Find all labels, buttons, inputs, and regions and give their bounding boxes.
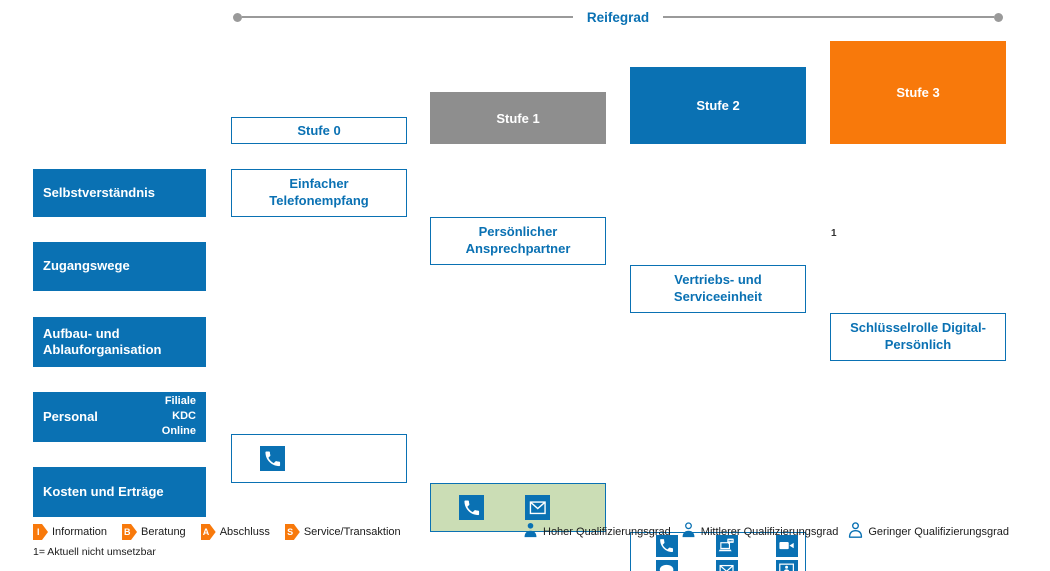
stage-header-label: Stufe 0 xyxy=(297,123,341,138)
selbstverstaendnis-cell-stufe1: Persönlicher Ansprechpartner xyxy=(430,217,606,265)
selbstverstaendnis-text: Schlüsselrolle Digital-Persönlich xyxy=(850,320,986,352)
stage-header-label: Stufe 1 xyxy=(496,110,540,126)
stage-header-label: Stufe 3 xyxy=(896,85,940,100)
legend-chevron-letter: I xyxy=(36,527,40,537)
axis-line xyxy=(663,16,994,18)
legend-chevron-A-icon: A xyxy=(200,524,216,540)
legend-label: Service/Transaktion xyxy=(303,526,401,538)
legend-label: Abschluss xyxy=(219,526,270,538)
chat-bubble-icon xyxy=(656,560,678,571)
channel-label-kdc: KDC xyxy=(172,410,196,423)
phone-icon xyxy=(656,535,678,557)
row-header-selbstverstaendnis: Selbstverständnis xyxy=(33,169,206,217)
mail-icon xyxy=(716,560,738,571)
legend-label: Mittlerer Qualifizierungsgrad xyxy=(700,526,839,538)
legend-chevron-letter: S xyxy=(287,527,294,537)
video-camera-icon xyxy=(776,535,798,557)
footnote-marker: 1 xyxy=(831,228,837,239)
person-hoher-icon xyxy=(522,521,539,543)
chevron-shape xyxy=(200,524,216,540)
row-header-label: Selbstverständnis xyxy=(43,184,155,200)
chevron-shape xyxy=(33,524,48,540)
legend-item-B: B Beratung xyxy=(122,524,186,540)
stage-header-stufe2: Stufe 2 xyxy=(630,67,806,144)
legend-item-A: A Abschluss xyxy=(200,524,270,540)
axis-line xyxy=(242,16,573,18)
monitor-person-icon xyxy=(776,560,798,571)
legend-chevron-letter: B xyxy=(124,527,131,537)
selbstverstaendnis-cell-stufe0: Einfacher Telefonempfang xyxy=(231,169,407,217)
chevron-shape xyxy=(284,524,300,540)
selbstverstaendnis-text: Persönlicher Ansprechpartner xyxy=(465,224,571,256)
zugangswege-cell-stufe2 xyxy=(630,532,806,571)
stage-header-label: Stufe 2 xyxy=(696,98,740,113)
person-geringer-icon xyxy=(847,521,864,543)
phone-icon xyxy=(459,495,484,520)
legend-item-geringer: Geringer Qualifizierungsgrad xyxy=(847,521,1009,543)
process-legend: I Information B Beratung A Abschluss S Service/… xyxy=(33,523,401,541)
selbstverstaendnis-text: Einfacher Telefonempfang xyxy=(269,176,369,208)
stage-header-stufe3: Stufe 3 xyxy=(830,41,1006,144)
footnote: 1= Aktuell nicht umsetzbar xyxy=(33,546,156,558)
selbstverstaendnis-text: Vertriebs- und Serviceeinheit xyxy=(673,272,763,304)
legend-label: Information xyxy=(52,526,108,538)
zugangswege-cell-stufe0 xyxy=(231,434,407,483)
axis-title: Reifegrad xyxy=(586,9,650,25)
row-header-zugangswege: Zugangswege xyxy=(33,242,206,291)
selbstverstaendnis-cell-stufe3: Schlüsselrolle Digital-Persönlich xyxy=(830,313,1006,361)
qualification-legend: Hoher Qualifizierungsgrad Mittlerer Quali… xyxy=(522,521,1009,543)
row-header-label: Aufbau- und Ablauforganisation xyxy=(43,325,162,357)
reifegrad-axis: Reifegrad xyxy=(233,9,1003,25)
mail-icon xyxy=(525,495,550,520)
selbstverstaendnis-cell-stufe2: Vertriebs- und Serviceeinheit xyxy=(630,265,806,313)
row-header-organisation: Aufbau- und Ablauforganisation xyxy=(33,317,206,367)
legend-item-mittlerer: Mittlerer Qualifizierungsgrad xyxy=(680,521,839,543)
legend-chevron-I-icon: I xyxy=(33,524,48,540)
channel-label-filiale: Filiale xyxy=(164,395,196,407)
legend-label: Beratung xyxy=(141,526,186,538)
stage-header-stufe0: Stufe 0 xyxy=(231,117,407,144)
legend-item-S: S Service/Transaktion xyxy=(284,524,401,540)
legend-label: Geringer Qualifizierungsgrad xyxy=(868,526,1009,538)
row-header-label: Personal xyxy=(43,408,98,424)
legend-item-hoher: Hoher Qualifizierungsgrad xyxy=(522,521,671,543)
axis-end-dot-icon xyxy=(994,12,1003,22)
laptop-chat-icon xyxy=(716,535,738,557)
stage-header-stufe1: Stufe 1 xyxy=(430,92,606,144)
legend-label: Hoher Qualifizierungsgrad xyxy=(543,526,671,538)
legend-chevron-S-icon: S xyxy=(284,524,300,540)
axis-start-dot-icon xyxy=(233,12,242,22)
legend-chevron-B-icon: B xyxy=(122,524,138,540)
row-header-label: Kosten und Erträge xyxy=(43,483,164,499)
zugangswege-cell-stufe1 xyxy=(430,483,606,532)
row-header-label: Zugangswege xyxy=(43,258,130,274)
channel-label-online: Online xyxy=(161,425,196,438)
person-mittlerer-icon xyxy=(680,521,697,543)
row-header-kosten: Kosten und Erträge xyxy=(33,467,206,517)
legend-item-I: I Information xyxy=(33,524,107,540)
legend-chevron-letter: A xyxy=(202,527,210,537)
phone-icon xyxy=(260,446,285,471)
chevron-shape xyxy=(122,524,138,540)
